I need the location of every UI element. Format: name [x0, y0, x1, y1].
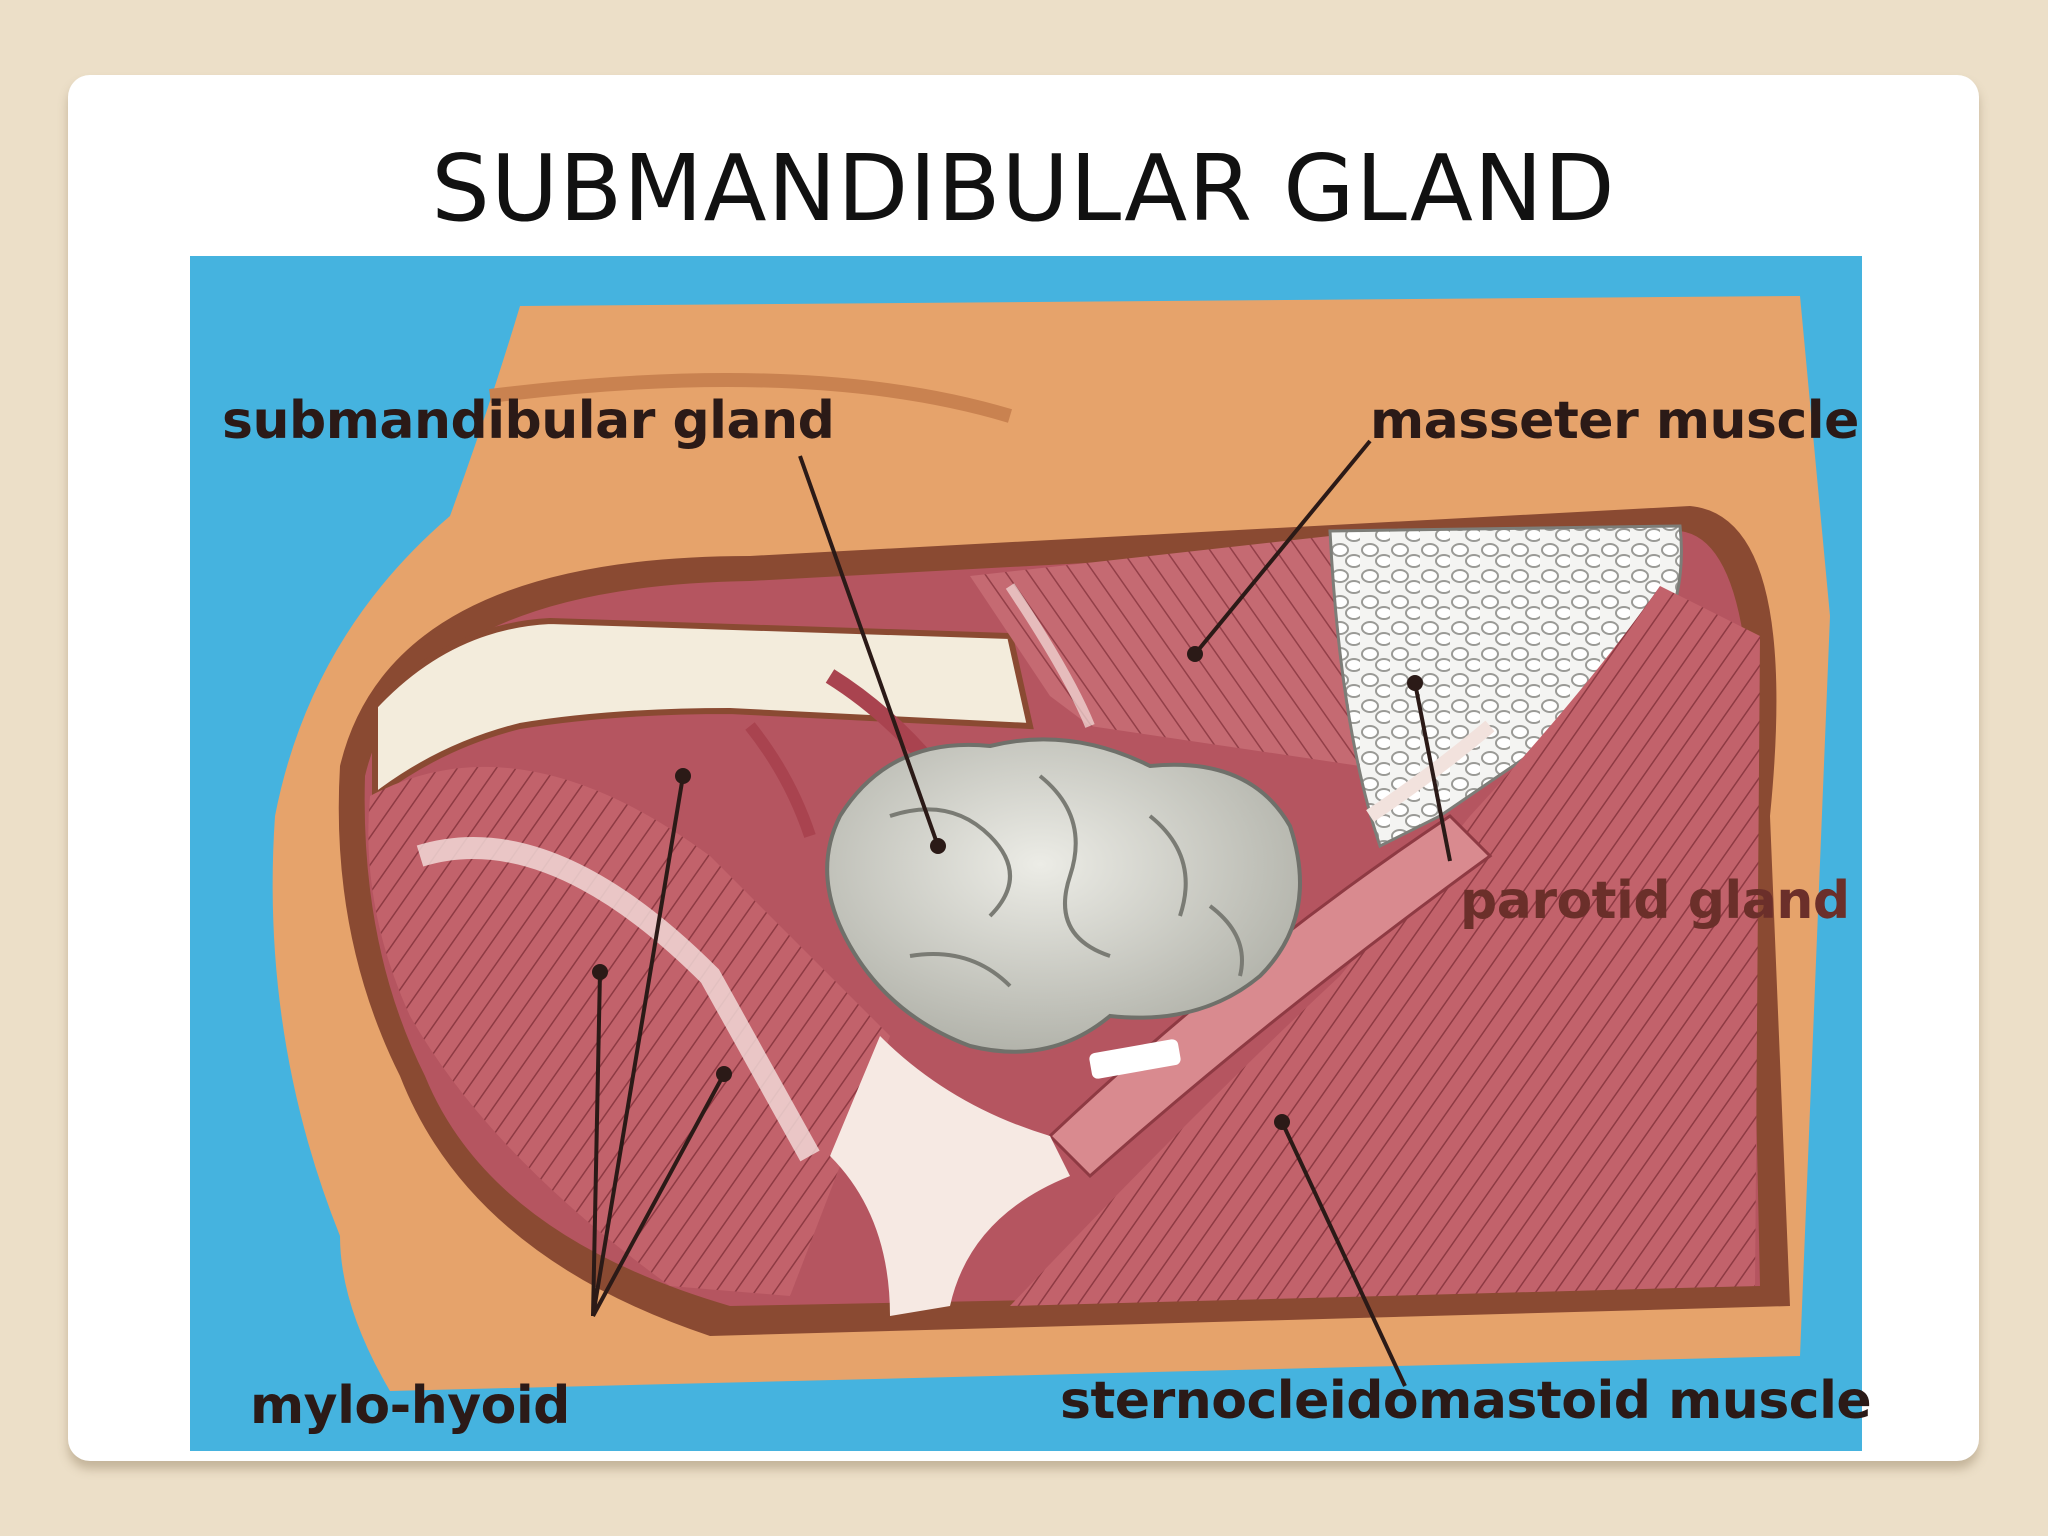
slide: SUBMANDIBULAR GLAND [68, 75, 1979, 1461]
masseter-region [970, 536, 1360, 766]
label-submandibular-gland: submandibular gland [222, 391, 835, 451]
leader-dots [592, 646, 1423, 1130]
label-parotid-gland: parotid gland [1460, 871, 1850, 931]
sternocleidomastoid-region [1010, 586, 1760, 1306]
hyoid-tendon [830, 1036, 1070, 1316]
label-mylo-hyoid: mylo-hyoid [250, 1376, 570, 1436]
mandible-bone [372, 617, 1034, 803]
mylo-hyoid-region [368, 766, 890, 1296]
label-sternocleidomastoid-muscle: sternocleidomastoid muscle [1060, 1371, 1872, 1431]
parotid-region [1328, 524, 1683, 849]
label-masseter-muscle: masseter muscle [1370, 391, 1859, 451]
submandibular-gland-region [825, 737, 1302, 1054]
anatomy-drawing [190, 256, 1862, 1451]
slide-title: SUBMANDIBULAR GLAND [431, 135, 1616, 242]
leader-lines [591, 439, 1452, 1387]
anatomy-illustration: submandibular gland masseter muscle paro… [190, 256, 1872, 1451]
